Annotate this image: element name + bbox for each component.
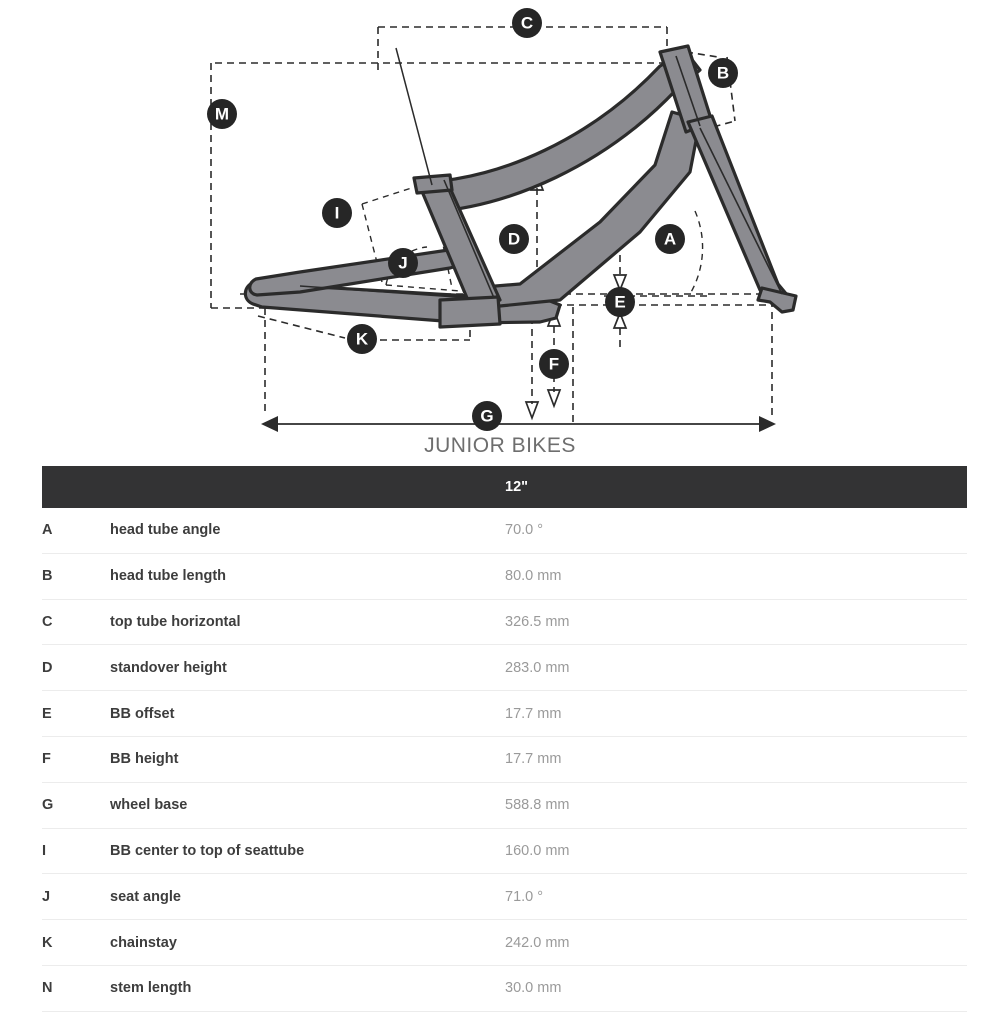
marker-b: B <box>708 58 738 88</box>
row-label: standover height <box>110 644 505 692</box>
seat-tube-edge <box>443 179 495 299</box>
bottom-bracket-shell <box>438 295 502 329</box>
row-label: top tube horizontal <box>110 599 505 646</box>
marker-i: I <box>322 198 352 228</box>
guide-j-base <box>385 284 473 293</box>
marker-k-label: K <box>356 330 369 349</box>
marker-j-label: J <box>398 254 407 273</box>
guide-k-upper <box>257 315 346 339</box>
row-value: 588.8 mm <box>505 782 967 829</box>
fork-leg <box>686 114 795 312</box>
header-label-cell <box>110 466 505 508</box>
marker-c: C <box>512 8 542 38</box>
marker-a-label: A <box>664 230 676 249</box>
guide-g-arrow-left <box>261 416 278 432</box>
row-value: 242.0 mm <box>505 919 967 966</box>
row-letter: K <box>42 919 110 966</box>
fork-edge <box>699 127 783 295</box>
row-value: 30.0 mm <box>505 965 967 1012</box>
marker-g-label: G <box>480 407 493 426</box>
row-letter: A <box>42 508 110 554</box>
row-letter: F <box>42 736 110 783</box>
guide-g-arrow-right <box>759 416 776 432</box>
row-label: chainstay <box>110 919 505 966</box>
row-label: seat angle <box>110 873 505 921</box>
row-letter: J <box>42 873 110 921</box>
bike-frame-artwork <box>243 44 798 329</box>
guide-f-ref-arrow <box>524 401 540 421</box>
marker-d-label: D <box>508 230 520 249</box>
geometry-table-head: 12" <box>42 466 967 508</box>
guide-i-right <box>429 181 453 289</box>
dimension-guides <box>210 26 790 432</box>
marker-k: K <box>347 324 377 354</box>
marker-e: E <box>605 287 635 317</box>
seat-tube-collar <box>412 173 454 195</box>
marker-j: J <box>388 248 418 278</box>
row-value: 70.0 ° <box>505 508 967 554</box>
row-letter: G <box>42 782 110 829</box>
diagram-caption: JUNIOR BIKES <box>424 434 576 457</box>
row-letter: D <box>42 644 110 692</box>
marker-g: G <box>472 401 502 431</box>
row-letter: I <box>42 828 110 875</box>
row-label: head tube angle <box>110 508 505 554</box>
row-letter: B <box>42 553 110 600</box>
row-letter: C <box>42 599 110 646</box>
row-label: BB center to top of seattube <box>110 828 505 875</box>
marker-b-label: B <box>717 64 729 83</box>
marker-c-label: C <box>521 14 533 33</box>
row-value: 326.5 mm <box>505 599 967 646</box>
row-value: 17.7 mm <box>505 736 967 783</box>
guide-e-arrow-down <box>612 274 628 293</box>
header-letter-cell <box>42 466 110 508</box>
marker-m-label: M <box>215 105 229 124</box>
header-size-cell: 12" <box>505 466 967 508</box>
marker-d: D <box>499 224 529 254</box>
guide-b-side <box>726 56 736 122</box>
guide-a-arc <box>689 210 704 295</box>
row-value: 283.0 mm <box>505 644 967 692</box>
geometry-diagram-panel: C B M I D A J <box>0 0 1000 462</box>
chainstay-edge <box>299 285 471 299</box>
row-label: stem length <box>110 965 505 1012</box>
marker-e-label: E <box>614 293 625 312</box>
marker-f-label: F <box>549 355 559 374</box>
guide-f-arrow-down <box>546 389 562 409</box>
marker-i-label: I <box>335 204 340 223</box>
fork-dropout <box>756 286 798 314</box>
marker-m: M <box>207 99 237 129</box>
dimension-markers: C B M I D A J <box>207 8 738 431</box>
top-tube <box>426 50 702 214</box>
marker-a: A <box>655 224 685 254</box>
row-label: BB offset <box>110 690 505 737</box>
row-letter: E <box>42 690 110 737</box>
row-value: 17.7 mm <box>505 690 967 737</box>
row-letter: N <box>42 965 110 1012</box>
row-label: wheel base <box>110 782 505 829</box>
marker-f: F <box>539 349 569 379</box>
table-header-row: 12" <box>42 466 967 508</box>
row-value: 160.0 mm <box>505 828 967 875</box>
head-tube-edge <box>675 55 701 127</box>
bike-geometry-diagram: C B M I D A J <box>207 8 798 432</box>
row-label: BB height <box>110 736 505 783</box>
seatpost-line <box>395 47 433 186</box>
row-label: head tube length <box>110 553 505 600</box>
row-value: 71.0 ° <box>505 873 967 921</box>
row-value: 80.0 mm <box>505 553 967 600</box>
